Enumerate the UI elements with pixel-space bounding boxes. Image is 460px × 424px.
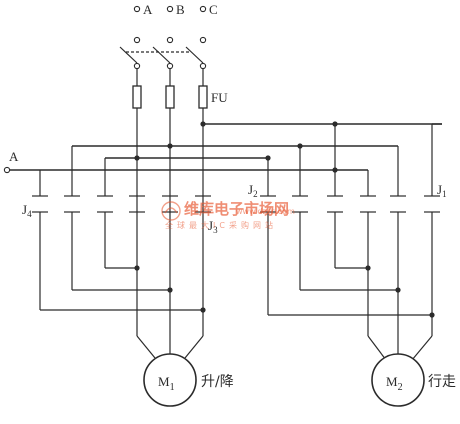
fuses: FU xyxy=(132,85,228,109)
motor-m1: M1 升/降 xyxy=(136,335,234,407)
watermark-title: 维库电子市场网 xyxy=(184,200,289,218)
contact-j3-label: J3 xyxy=(208,218,218,235)
motor-m2-caption: 行走 xyxy=(428,374,456,390)
terminal-b-bottom xyxy=(166,36,174,44)
motor-m1-symbol: M1 xyxy=(158,374,175,393)
terminal-c-top xyxy=(199,5,207,13)
junction-dots xyxy=(134,121,435,318)
contactor-j2-j1: J2 J1 xyxy=(248,123,447,336)
watermark: 维库电子市场网 www.dzsc.com 全球最大IC采购网站 xyxy=(161,200,295,230)
terminal-b-top xyxy=(166,5,174,13)
contact-j4-label: J4 xyxy=(22,202,32,219)
bus-lines xyxy=(10,123,442,171)
terminal-a-bottom xyxy=(133,36,141,44)
motor-m2-symbol: M2 xyxy=(386,374,403,393)
terminal-a-label: A xyxy=(143,2,153,17)
contactor-j4-j3: J4 J3 xyxy=(22,146,218,311)
supply-terminals: A B C xyxy=(133,2,218,44)
motor-m1-caption: 升/降 xyxy=(201,374,234,390)
watermark-url: www.dzsc.com xyxy=(236,207,295,216)
input-terminal xyxy=(3,166,11,174)
terminal-c-label: C xyxy=(209,2,218,17)
terminal-a-top xyxy=(133,5,141,13)
terminal-b-label: B xyxy=(176,2,185,17)
terminal-c-bottom xyxy=(199,36,207,44)
fuse-label: FU xyxy=(211,90,228,105)
input-terminal-label: A xyxy=(9,149,19,164)
motor-m2: M2 行走 xyxy=(367,335,456,407)
watermark-subtitle: 全球最大IC采购网站 xyxy=(165,220,277,230)
contact-j1-label: J1 xyxy=(437,182,447,199)
watermark-logo-icon xyxy=(161,201,181,221)
main-switch xyxy=(119,46,207,70)
contact-j2-label: J2 xyxy=(248,182,258,199)
